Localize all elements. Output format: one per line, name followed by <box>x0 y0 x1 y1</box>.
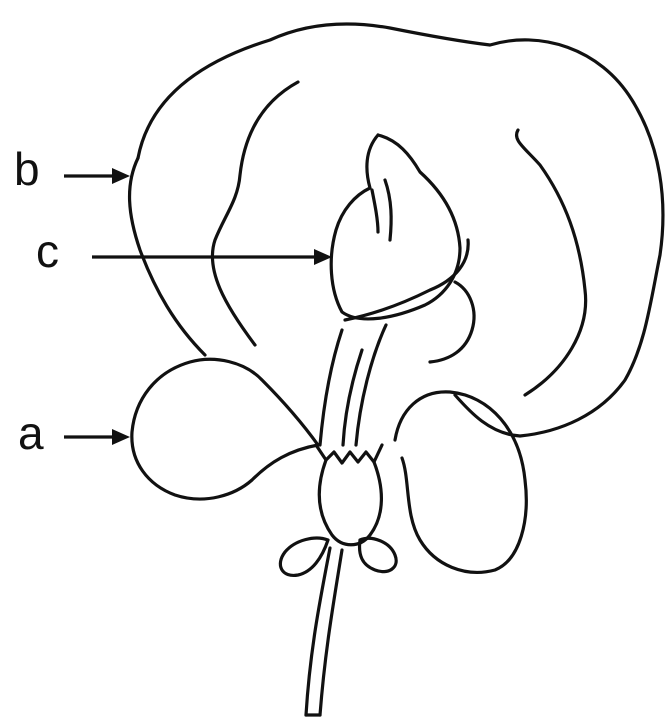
standard-fold-right <box>517 130 586 395</box>
label-b: b <box>14 146 40 192</box>
keel-inner-line-2 <box>385 180 391 240</box>
arrow-b <box>64 168 130 184</box>
calyx-body <box>319 460 381 545</box>
standard-petal <box>138 24 663 436</box>
label-a: a <box>18 410 44 456</box>
label-c: c <box>36 228 59 274</box>
wing-petal-right <box>395 392 526 572</box>
stem-left <box>306 548 330 715</box>
keel-petal <box>331 135 460 319</box>
wing-petal-left <box>132 359 318 499</box>
keel-inner-line-1 <box>372 190 378 232</box>
stamen-column-right <box>356 325 386 445</box>
arrow-a <box>64 429 130 445</box>
keel-lower-fold <box>345 240 468 320</box>
keel-bulge <box>430 282 474 362</box>
stamen-column-inner <box>343 350 362 445</box>
bract-left <box>280 538 328 575</box>
standard-fold-left <box>212 82 298 345</box>
stamen-column-left <box>320 330 342 445</box>
bract-right <box>360 538 397 571</box>
